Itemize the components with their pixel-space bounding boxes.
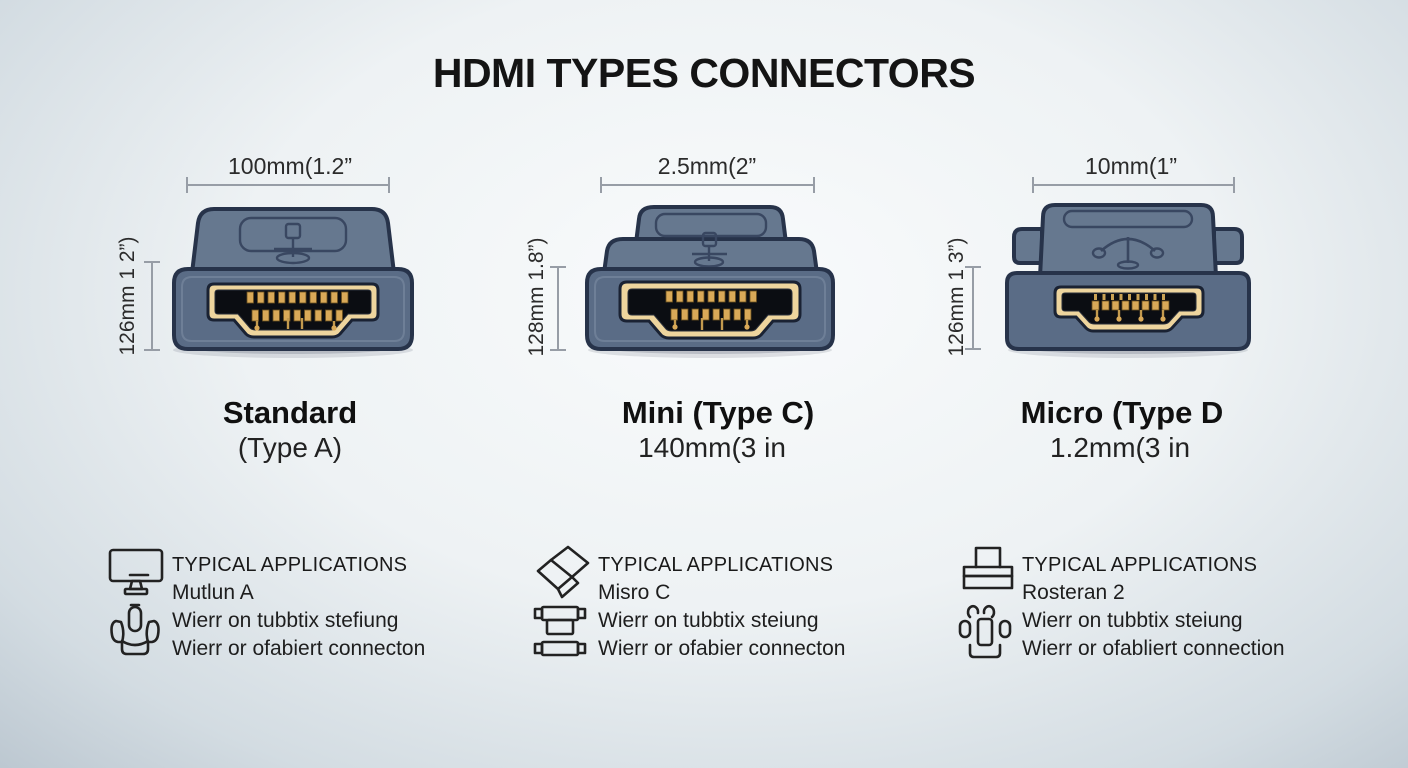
applications-block-mini: TYPICAL APPLICATIONS Misro C Wierr on tu… (532, 545, 882, 675)
connector-subtitle: 1.2mm(3 in (1049, 432, 1191, 463)
height-dimension-line (965, 266, 981, 350)
monitor-icon (108, 548, 164, 596)
layers-diamond-icon (536, 545, 590, 599)
connector-subtitle: 140mm(3 in (638, 432, 786, 463)
applications-block-micro: TYPICAL APPLICATIONS Rosteran 2 Wierr on… (956, 545, 1306, 675)
page-title: HDMI TYPES CONNECTORS (432, 50, 976, 96)
film-reels-icon (533, 605, 587, 657)
printer-icon (962, 546, 1014, 590)
height-dimension-label: 126mm 1 3”) (945, 237, 968, 357)
height-dimension-label: 128mm 1.8”) (525, 237, 548, 357)
plugs-group-icon (958, 604, 1012, 659)
applications-header: TYPICAL APPLICATIONS (172, 554, 408, 576)
applications-line: Wierr on tubbtix steiung (1022, 609, 1243, 632)
width-dimension-line (186, 177, 390, 193)
applications-header: TYPICAL APPLICATIONS (1022, 554, 1258, 576)
applications-line: Rosteran 2 (1022, 581, 1125, 604)
applications-block-standard: TYPICAL APPLICATIONS Mutlun A Wierr on t… (106, 545, 456, 675)
applications-line: Mutlun A (172, 581, 254, 604)
width-dimension-line (1032, 177, 1235, 193)
applications-line: Wierr or ofabiert connecton (172, 637, 426, 660)
height-dimension-line (144, 261, 160, 351)
hdmi-micro-connector-illustration (1005, 203, 1251, 358)
height-dimension-line (550, 266, 566, 351)
applications-header: TYPICAL APPLICATIONS (598, 554, 834, 576)
people-plugs-icon (110, 603, 160, 656)
applications-line: Wierr on tubbtix stefiung (172, 609, 399, 632)
width-dimension-label: 100mm(1.2” (228, 153, 352, 179)
applications-line: Wierr or ofabier connecton (598, 637, 846, 660)
connector-subtitle: (Type A) (237, 432, 343, 463)
width-dimension-label: 10mm(1” (1084, 153, 1177, 179)
hdmi-standard-connector-illustration (172, 207, 414, 358)
hdmi-mini-connector-illustration (585, 205, 835, 358)
height-dimension-label: 126mm 1 2”) (116, 236, 139, 356)
connector-name: Mini (Type C) (621, 395, 815, 430)
width-dimension-line (600, 177, 815, 193)
width-dimension-label: 2.5mm(2” (657, 153, 757, 179)
connector-name: Standard (222, 395, 358, 430)
applications-line: Misro C (598, 581, 671, 604)
connector-name: Micro (Type D (1020, 395, 1224, 430)
applications-line: Wierr on tubbtix steiung (598, 609, 819, 632)
applications-line: Wierr or ofabliert connection (1022, 637, 1285, 660)
